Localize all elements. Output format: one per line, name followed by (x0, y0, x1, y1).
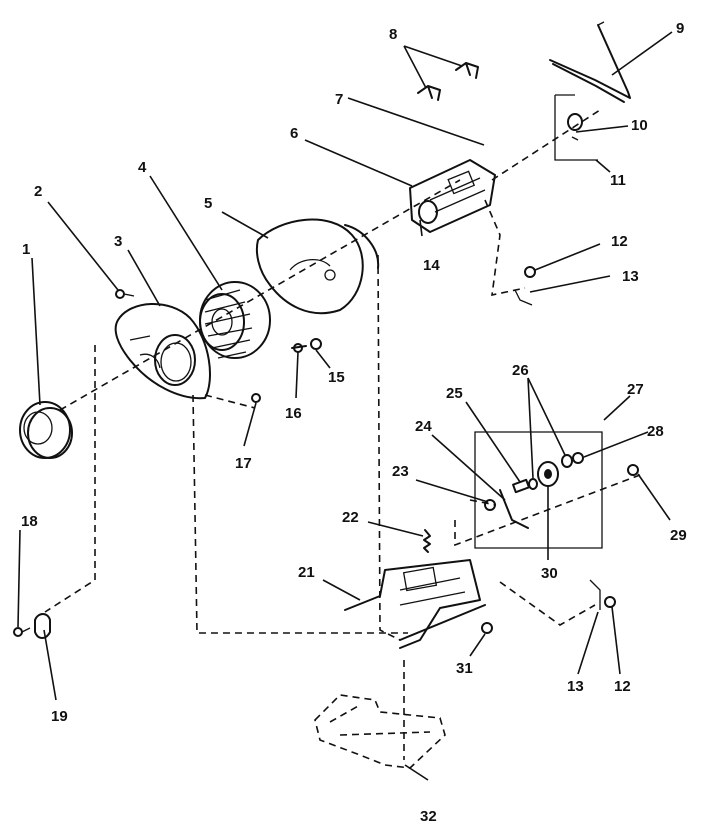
part-29-screw (627, 464, 639, 476)
callout-3: 3 (114, 233, 122, 250)
callout-28: 28 (647, 423, 664, 440)
callout-labels: 1 2 3 4 5 6 7 8 9 10 11 12 12 13 13 14 1… (21, 20, 687, 825)
callout-30: 30 (541, 565, 558, 582)
part-23-nut (484, 499, 496, 511)
callout-27: 27 (627, 381, 644, 398)
callout-8: 8 (389, 26, 397, 43)
callout-10: 10 (631, 117, 648, 134)
callout-15: 15 (328, 369, 345, 386)
callout-17: 17 (235, 455, 252, 472)
callout-5: 5 (204, 195, 212, 212)
part-1-ring-seal (19, 401, 73, 459)
part-5-blower-housing-rear (255, 218, 380, 315)
part-27-idler-assembly (474, 431, 603, 549)
part-4-blower-wheel (199, 281, 271, 359)
callout-24: 24 (415, 418, 432, 435)
part-13-wire-upper (514, 289, 533, 306)
part-11-pulley-assembly (554, 94, 598, 161)
callout-13-lower: 13 (567, 678, 584, 695)
callout-13-upper: 13 (622, 268, 639, 285)
callout-32: 32 (420, 808, 437, 825)
part-25-shaft (512, 478, 530, 494)
callout-31: 31 (456, 660, 473, 677)
callout-7: 7 (335, 91, 343, 108)
part-19-clamp (34, 613, 51, 639)
callout-23: 23 (392, 463, 409, 480)
leader-lines (17, 31, 673, 781)
part-32-base (314, 694, 446, 769)
part-31-screw (481, 622, 493, 634)
part-30-idler-pulley (537, 461, 559, 487)
part-12-nut-lower (604, 596, 616, 608)
part-8-clips (417, 62, 479, 101)
callout-12-upper: 12 (611, 233, 628, 250)
callout-16: 16 (285, 405, 302, 422)
assembly-dashed-lines (44, 109, 641, 760)
part-28-nut (572, 452, 584, 464)
callout-18: 18 (21, 513, 38, 530)
part-15-washer (310, 338, 322, 350)
callout-11: 11 (610, 172, 626, 189)
part-3-blower-housing (114, 303, 211, 400)
part-22-spring (423, 529, 431, 553)
callout-21: 21 (298, 564, 315, 581)
callout-19: 19 (51, 708, 68, 725)
callout-9: 9 (676, 20, 684, 37)
part-6-motor (409, 159, 496, 233)
callout-12-lower: 12 (614, 678, 631, 695)
part-2-screw (115, 289, 135, 299)
part-26-washers (528, 454, 573, 490)
callout-6: 6 (290, 125, 298, 142)
part-18-screw (13, 627, 31, 637)
part-9-belt (549, 21, 631, 103)
callout-2: 2 (34, 183, 42, 200)
part-12-nut-upper (524, 266, 536, 278)
callout-26: 26 (512, 362, 529, 379)
part-17-screw (251, 393, 261, 403)
callout-22: 22 (342, 509, 359, 526)
callout-4: 4 (138, 159, 147, 176)
part-13-wire-lower (589, 579, 601, 610)
callout-25: 25 (446, 385, 463, 402)
part-16-screw (291, 343, 307, 353)
part-21-motor-mount (344, 559, 486, 649)
callout-1: 1 (22, 241, 30, 258)
callout-29: 29 (670, 527, 687, 544)
callout-14: 14 (423, 257, 440, 274)
